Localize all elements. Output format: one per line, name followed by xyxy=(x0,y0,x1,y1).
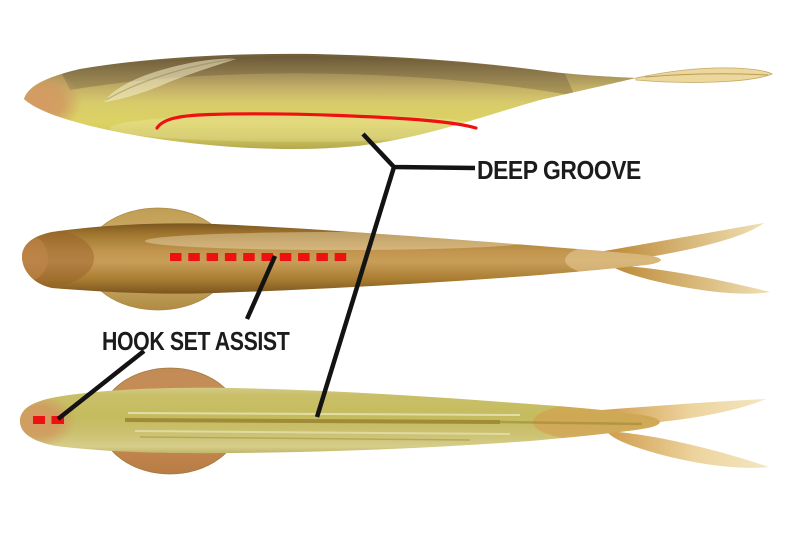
lure-top-view-head-shading xyxy=(22,230,94,286)
hook-set-assist-callout-upper xyxy=(244,255,278,320)
lure-side-nose-tint xyxy=(24,70,82,134)
lure-top-view-tail-prong-upper xyxy=(604,223,764,258)
belly-groove-highlight-lower xyxy=(134,430,511,435)
lure-side-view xyxy=(24,53,773,150)
lure-side-belly-sheen xyxy=(110,114,490,142)
callout-lines xyxy=(56,132,476,421)
lure-side-fin-edge xyxy=(105,58,235,101)
belly-groove-line-faint xyxy=(499,420,643,426)
lure-side-tail xyxy=(635,67,773,83)
hook-set-assist-dash-belly-1 xyxy=(33,416,45,424)
lure-belly-view xyxy=(20,367,769,475)
hook-set-assist-callout-lower xyxy=(56,349,146,421)
belly-groove-highlight-upper xyxy=(127,412,521,416)
lure-side-tail-seam xyxy=(644,73,769,78)
lure-belly-view-tail-prong-lower xyxy=(606,431,769,468)
hook-set-assist-label: HOOK SET ASSIST xyxy=(102,326,290,356)
lure-top-view-tail-prong-lower xyxy=(610,265,770,294)
deep-groove-callout-lower xyxy=(314,166,397,418)
lure-top-view-nose-tint xyxy=(22,235,48,281)
lure-side-fin-fold xyxy=(104,58,236,102)
lure-top-view-back-sheen xyxy=(145,232,535,250)
lure-top-view xyxy=(22,207,770,311)
deep-groove-label: DEEP GROOVE xyxy=(477,155,641,185)
belly-groove-line xyxy=(124,418,501,424)
belly-crease-line xyxy=(139,436,471,441)
deep-groove-highlight-line xyxy=(155,112,478,130)
hook-set-assist-dash-belly-2 xyxy=(51,416,64,424)
